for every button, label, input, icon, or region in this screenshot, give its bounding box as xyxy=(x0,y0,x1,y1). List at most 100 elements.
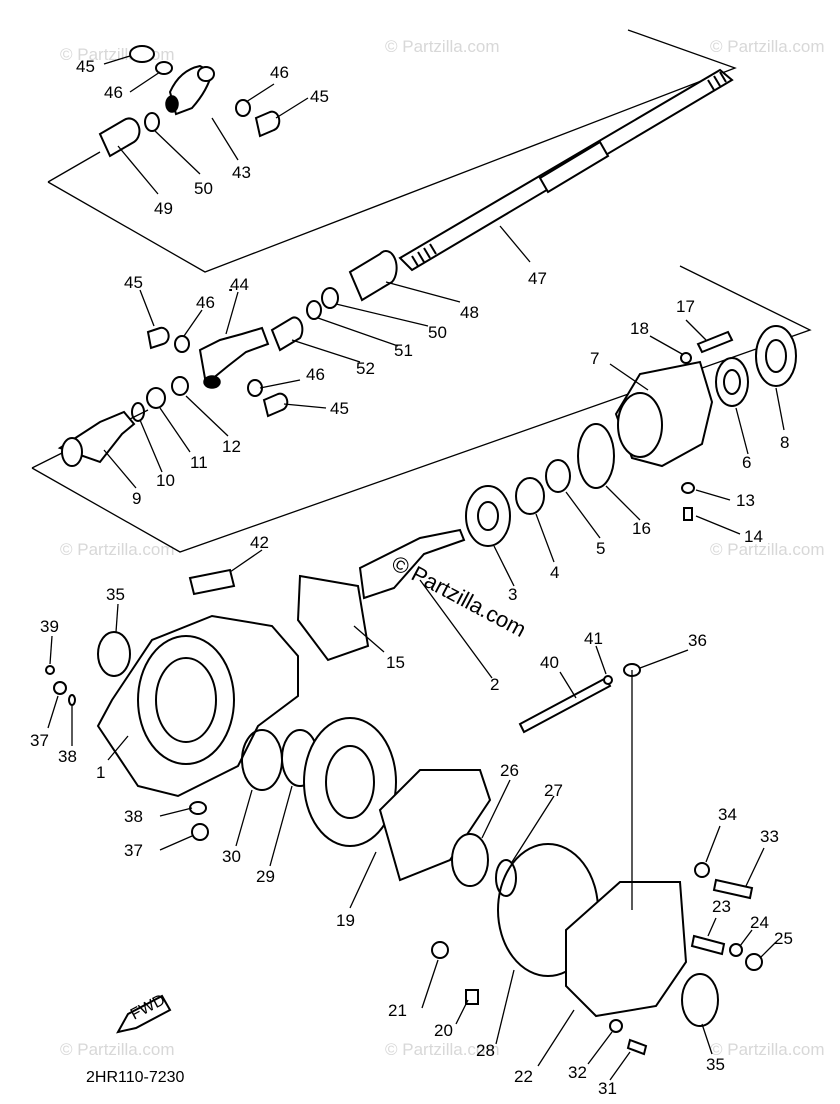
bolt-17 xyxy=(696,330,734,354)
callout-label: 16 xyxy=(632,519,651,538)
callout-label: 34 xyxy=(718,805,737,824)
leader-line xyxy=(159,835,193,851)
leader-line xyxy=(335,303,429,327)
leader-line xyxy=(419,579,493,679)
callout-label: 23 xyxy=(712,897,731,916)
leader-line xyxy=(229,549,263,573)
leader-line xyxy=(115,603,119,633)
ring-50 xyxy=(321,287,339,309)
leader-line xyxy=(639,649,689,669)
callout-label: 29 xyxy=(256,867,275,886)
callout-label: 50 xyxy=(428,323,447,342)
callout-label: 38 xyxy=(58,747,77,766)
leader-line xyxy=(685,319,707,341)
bearing-3-inner xyxy=(477,501,499,531)
plug-39 xyxy=(45,665,55,675)
stud-23 xyxy=(690,934,726,956)
leader-line xyxy=(695,489,731,501)
leader-line xyxy=(117,145,159,195)
collar-4 xyxy=(515,477,545,515)
callout-label: 1 xyxy=(96,763,105,782)
callout-label: 46 xyxy=(196,293,215,312)
leader-line xyxy=(739,929,753,947)
differential-carrier xyxy=(378,769,492,882)
stopper-21 xyxy=(431,941,449,959)
callout-label: 13 xyxy=(736,491,755,510)
boot-49 xyxy=(98,117,141,158)
oil-seal-35 xyxy=(681,973,719,1027)
callout-label: 45 xyxy=(310,87,329,106)
watermark-layer: © Partzilla.com © Partzilla.com © Partzi… xyxy=(60,37,825,1059)
washer-12 xyxy=(171,376,189,396)
shaft-spline xyxy=(707,71,727,91)
case-bore xyxy=(137,635,235,765)
leader-line xyxy=(211,117,239,161)
callout-label: 36 xyxy=(688,631,707,650)
leader-line xyxy=(139,289,155,327)
callout-label: 52 xyxy=(356,359,375,378)
leader-line xyxy=(421,959,439,1009)
leader-line xyxy=(481,779,511,839)
diagram-code: 2HR110-7230 xyxy=(86,1069,185,1086)
leader-line xyxy=(353,625,385,653)
callout-label: 6 xyxy=(742,453,751,472)
bearing-6 xyxy=(715,357,749,407)
leader-line xyxy=(225,291,239,335)
callout-label: 42 xyxy=(250,533,269,552)
callout-label: 12 xyxy=(222,437,241,456)
cover-22 xyxy=(565,881,688,1018)
leader-line xyxy=(139,419,163,473)
callout-labels: 45 46 46 45 43 49 50 47 48 50 51 52 45 4… xyxy=(30,57,793,1098)
clip-51 xyxy=(306,300,322,320)
shaft-spline xyxy=(411,243,437,267)
callout-label: 14 xyxy=(744,527,763,546)
callout-label: 19 xyxy=(336,911,355,930)
callout-label: 40 xyxy=(540,653,559,672)
circlip-46 xyxy=(235,99,251,117)
ring-50 xyxy=(144,112,160,132)
leader-lines xyxy=(47,55,785,1081)
leader-line xyxy=(649,335,683,355)
bearing-cap-45 xyxy=(254,110,281,138)
leader-line xyxy=(259,379,301,389)
bolt-20 xyxy=(465,989,479,1005)
joint-cap xyxy=(197,66,215,82)
upper-shaft-group-box xyxy=(47,29,737,273)
joint-cap-dark xyxy=(165,95,179,113)
bearing-cap-45 xyxy=(146,326,170,350)
circlip-46 xyxy=(155,61,173,75)
callout-label: 46 xyxy=(270,63,289,82)
watermark-text: © Partzilla.com xyxy=(60,540,175,559)
oring-10 xyxy=(131,402,145,422)
callout-label: 18 xyxy=(630,319,649,338)
callout-label: 11 xyxy=(190,453,208,472)
callout-label: 49 xyxy=(154,199,173,218)
leader-line xyxy=(559,671,577,699)
circlip-46 xyxy=(247,379,263,397)
bolt-37 xyxy=(53,681,67,695)
shim-5 xyxy=(545,459,571,493)
fwd-arrow xyxy=(116,994,172,1034)
front-joint-parts xyxy=(57,326,289,467)
leader-line xyxy=(275,97,309,119)
fwd-badge: FWD xyxy=(116,991,172,1034)
leader-line xyxy=(511,795,555,863)
watermark-text: © Partzilla.com xyxy=(710,540,825,559)
gasket-15 xyxy=(296,574,370,662)
callout-label: 30 xyxy=(222,847,241,866)
nut-25 xyxy=(745,953,763,971)
callout-label: 20 xyxy=(434,1021,453,1040)
callout-label: 26 xyxy=(500,761,519,780)
joint-cap-dark xyxy=(203,375,221,389)
callout-label: 48 xyxy=(460,303,479,322)
oring-30 xyxy=(241,729,283,791)
callout-label: 17 xyxy=(676,297,695,316)
callout-label: 8 xyxy=(780,433,789,452)
bearing-housing-parts xyxy=(465,325,797,547)
callout-label: 27 xyxy=(544,781,563,800)
spring-52 xyxy=(270,316,304,352)
shaft-collar xyxy=(538,140,610,194)
leader-line xyxy=(535,513,555,563)
leader-line xyxy=(129,71,161,93)
bearing-cap-45 xyxy=(129,45,155,63)
